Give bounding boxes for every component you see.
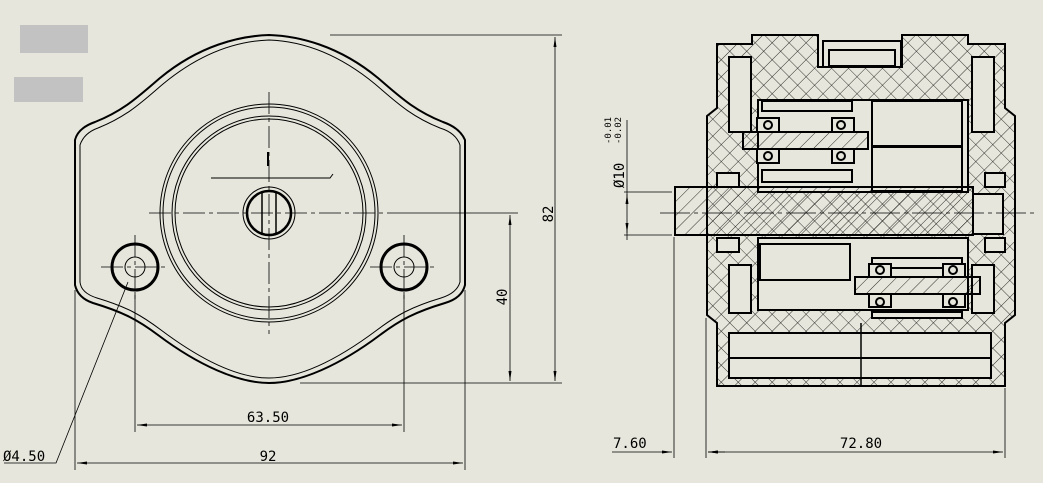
dim-40: 40 xyxy=(495,289,511,306)
flange-outline xyxy=(74,33,466,385)
output-shaft xyxy=(674,186,974,236)
dim-82: 82 xyxy=(541,206,557,223)
redacted-label-1 xyxy=(20,25,88,53)
redacted-label-2 xyxy=(14,77,83,102)
dim-92: 92 xyxy=(260,449,277,465)
front-view xyxy=(74,33,466,385)
dim-72-80: 72.80 xyxy=(840,436,882,452)
dim-shaft-tol-lower: -0.02 xyxy=(614,117,624,144)
dim-shaft-diameter: Ø10 xyxy=(612,163,628,188)
dim-63-50: 63.50 xyxy=(247,410,289,426)
dim-shaft-tol-upper: -0.01 xyxy=(604,117,614,144)
dim-hole-diameter: Ø4.50 xyxy=(3,449,45,465)
section-dimensions xyxy=(612,120,1006,458)
section-view xyxy=(660,34,1035,387)
front-dimensions xyxy=(4,34,562,470)
dim-7-60: 7.60 xyxy=(613,436,647,452)
